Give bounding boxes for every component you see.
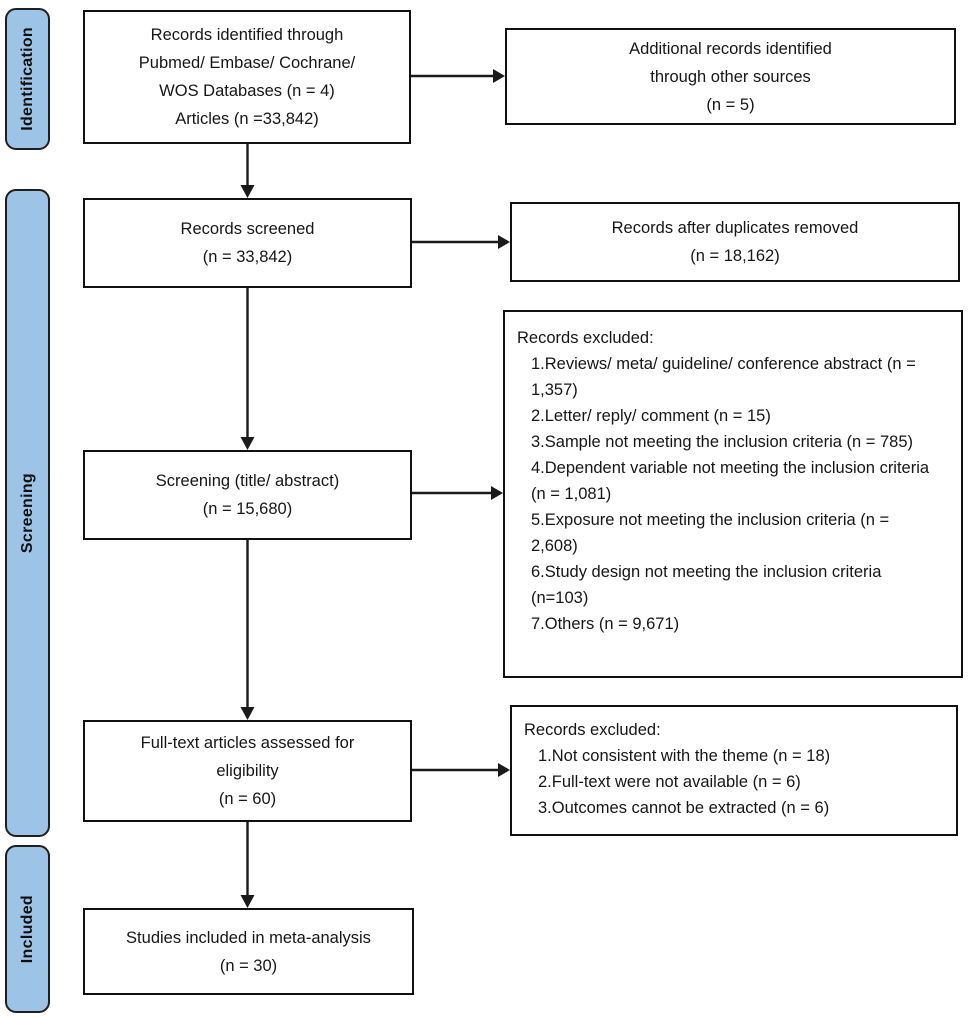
excluded-screening-item-5: 5.Exposure not meeting the inclusion cri… xyxy=(531,511,890,555)
box-screening-title-abstract-text: Screening (title/ abstract) (n = 15,680) xyxy=(155,472,340,518)
excluded-screening-item-3: 3.Sample not meeting the inclusion crite… xyxy=(531,433,913,451)
box-records-screened-text: Records screened (n = 33,842) xyxy=(180,220,315,266)
box-additional-records: Additional records identified through ot… xyxy=(505,28,956,125)
arrow-screened-to-title-abstract xyxy=(240,288,255,450)
stage-identification: Identification xyxy=(5,8,50,150)
arrow-fulltext-to-excluded xyxy=(412,763,510,777)
excluded-screening-item-1: 1.Reviews/ meta/ guideline/ conference a… xyxy=(531,355,916,399)
excluded-fulltext-item-3: 3.Outcomes cannot be extracted (n = 6) xyxy=(538,799,830,817)
excluded-fulltext-item-1: 1.Not consistent with the theme (n = 18) xyxy=(538,747,831,765)
box-records-identified: Records identified through Pubmed/ Embas… xyxy=(83,10,411,144)
box-records-excluded-screening: Records excluded: 1.Reviews/ meta/ guide… xyxy=(503,310,963,678)
stage-identification-label: Identification xyxy=(18,27,36,131)
arrow-identified-to-additional xyxy=(411,69,505,83)
box-duplicates-removed-text: Records after duplicates removed (n = 18… xyxy=(611,219,859,265)
box-studies-included-text: Studies included in meta-analysis (n = 3… xyxy=(126,928,371,975)
box-additional-records-text: Additional records identified through ot… xyxy=(629,39,832,114)
box-records-screened: Records screened (n = 33,842) xyxy=(83,198,412,288)
excluded-screening-item-7: 7.Others (n = 9,671) xyxy=(531,615,680,633)
box-duplicates-removed: Records after duplicates removed (n = 18… xyxy=(510,202,960,282)
arrow-identified-to-screened xyxy=(240,144,255,198)
arrow-title-abstract-to-excluded xyxy=(412,486,503,500)
arrow-title-abstract-to-fulltext xyxy=(240,540,255,720)
arrow-screened-to-duplicates xyxy=(412,235,510,249)
arrow-fulltext-to-included xyxy=(240,822,255,908)
stage-included-label: Included xyxy=(18,894,36,964)
box-fulltext-assessed: Full-text articles assessed for eligibil… xyxy=(83,720,412,822)
excluded-fulltext-item-2: 2.Full-text were not available (n = 6) xyxy=(538,773,801,791)
excluded-screening-title: Records excluded: xyxy=(517,329,654,347)
excluded-fulltext-title: Records excluded: xyxy=(524,721,661,739)
box-studies-included: Studies included in meta-analysis (n = 3… xyxy=(83,908,414,995)
box-fulltext-assessed-text: Full-text articles assessed for eligibil… xyxy=(140,734,355,808)
excluded-screening-item-4: 4.Dependent variable not meeting the inc… xyxy=(531,459,930,503)
stage-included: Included xyxy=(5,845,50,1013)
stage-screening-label: Screening xyxy=(18,472,36,554)
box-screening-title-abstract: Screening (title/ abstract) (n = 15,680) xyxy=(83,450,412,540)
box-records-excluded-fulltext: Records excluded: 1.Not consistent with … xyxy=(510,705,958,836)
box-records-identified-text: Records identified through Pubmed/ Embas… xyxy=(138,26,356,128)
stage-screening: Screening xyxy=(5,189,50,837)
excluded-screening-item-2: 2.Letter/ reply/ comment (n = 15) xyxy=(531,407,771,425)
excluded-screening-item-6: 6.Study design not meeting the inclusion… xyxy=(531,563,882,607)
